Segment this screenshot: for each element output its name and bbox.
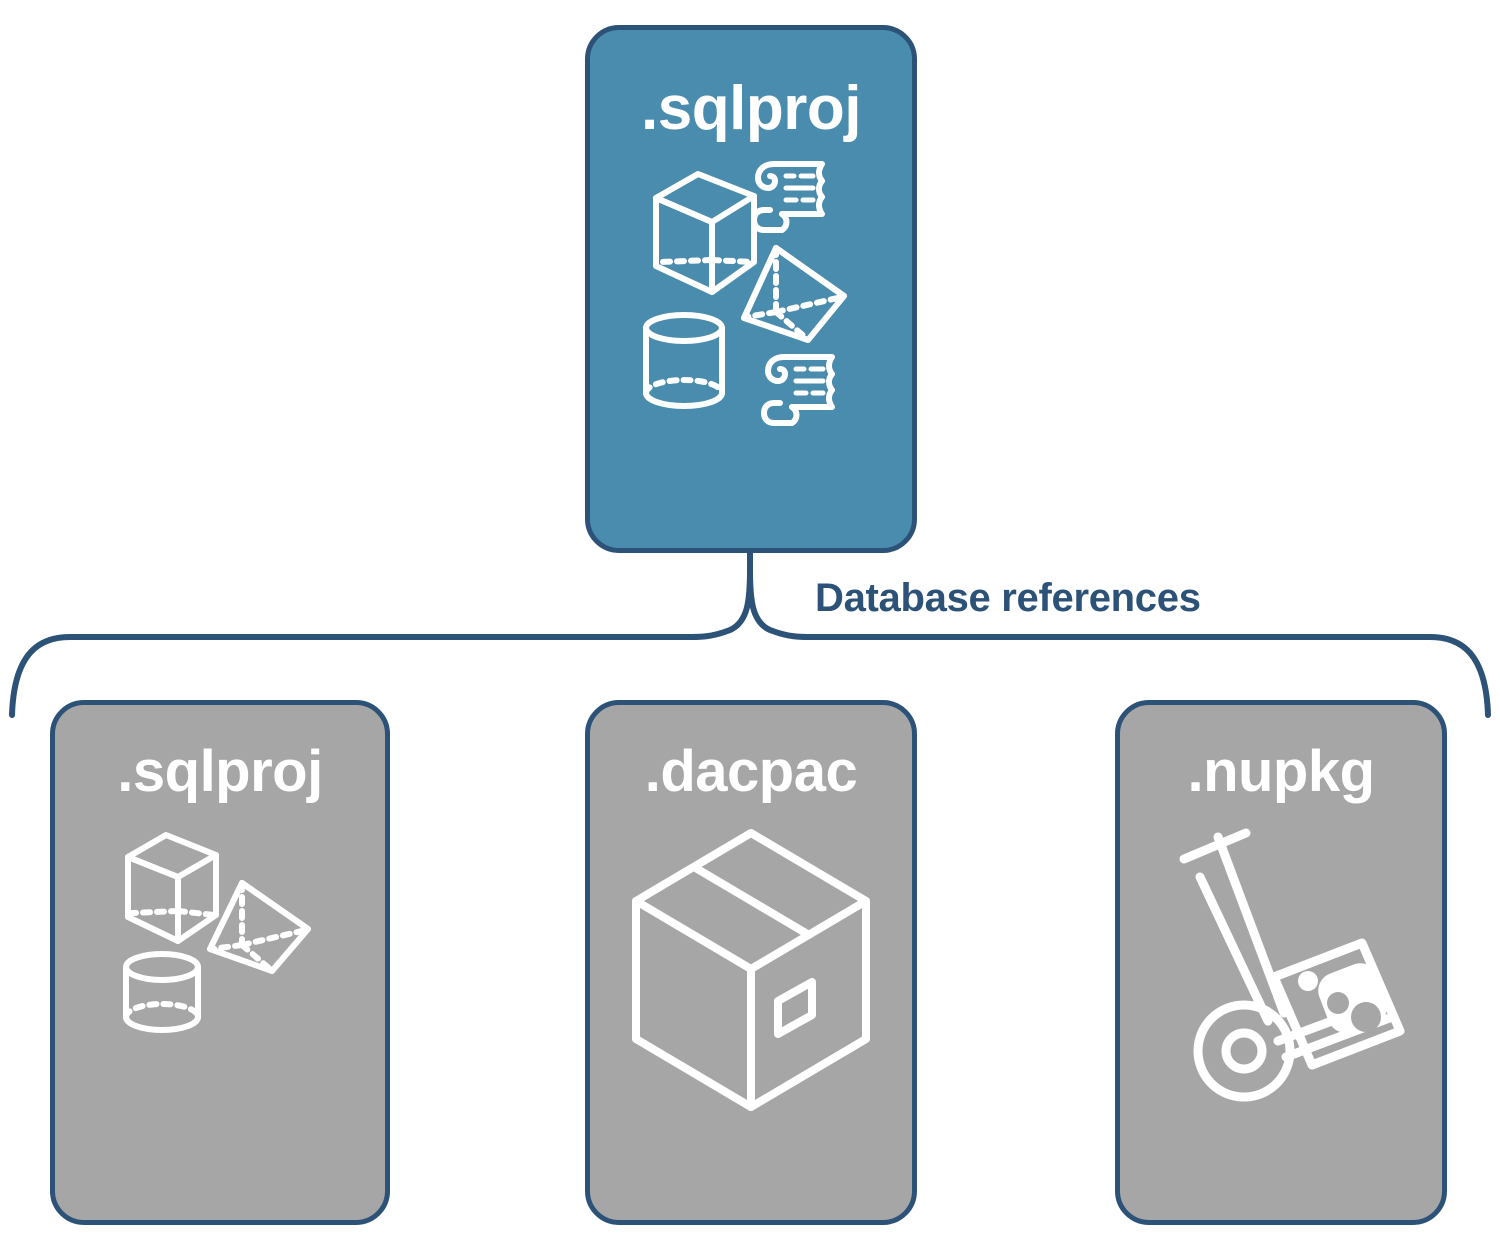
hand-truck-package-icon: [1179, 828, 1405, 1102]
scroll-script-icon: [751, 161, 825, 233]
scroll-script-icon: [761, 354, 835, 426]
cube-wireframe-icon: [653, 171, 757, 295]
node-card-ref-sqlproj[interactable]: .sqlproj: [50, 700, 390, 1225]
node-card-root-sqlproj[interactable]: .sqlproj: [585, 25, 917, 553]
ref-nupkg-icon-group: [1156, 825, 1406, 1120]
node-title: .sqlproj: [641, 74, 861, 143]
ref-sqlproj-icon-group: [110, 825, 330, 1040]
pyramid-wireframe-icon: [741, 245, 847, 343]
node-title: .dacpac: [644, 739, 858, 804]
cylinder-wireframe-icon: [643, 312, 725, 409]
cube-wireframe-icon: [125, 832, 219, 944]
node-title: .nupkg: [1187, 739, 1375, 804]
cylinder-wireframe-icon: [123, 951, 201, 1033]
ref-dacpac-icon-group: [626, 825, 876, 1120]
shipping-box-icon: [632, 829, 870, 1111]
node-card-ref-dacpac[interactable]: .dacpac: [585, 700, 917, 1225]
root-node-icon-group: [636, 150, 866, 445]
node-card-ref-nupkg[interactable]: .nupkg: [1115, 700, 1447, 1225]
node-title: .sqlproj: [117, 739, 323, 804]
connector-label: Database references: [815, 576, 1201, 620]
pyramid-wireframe-icon: [207, 880, 311, 974]
